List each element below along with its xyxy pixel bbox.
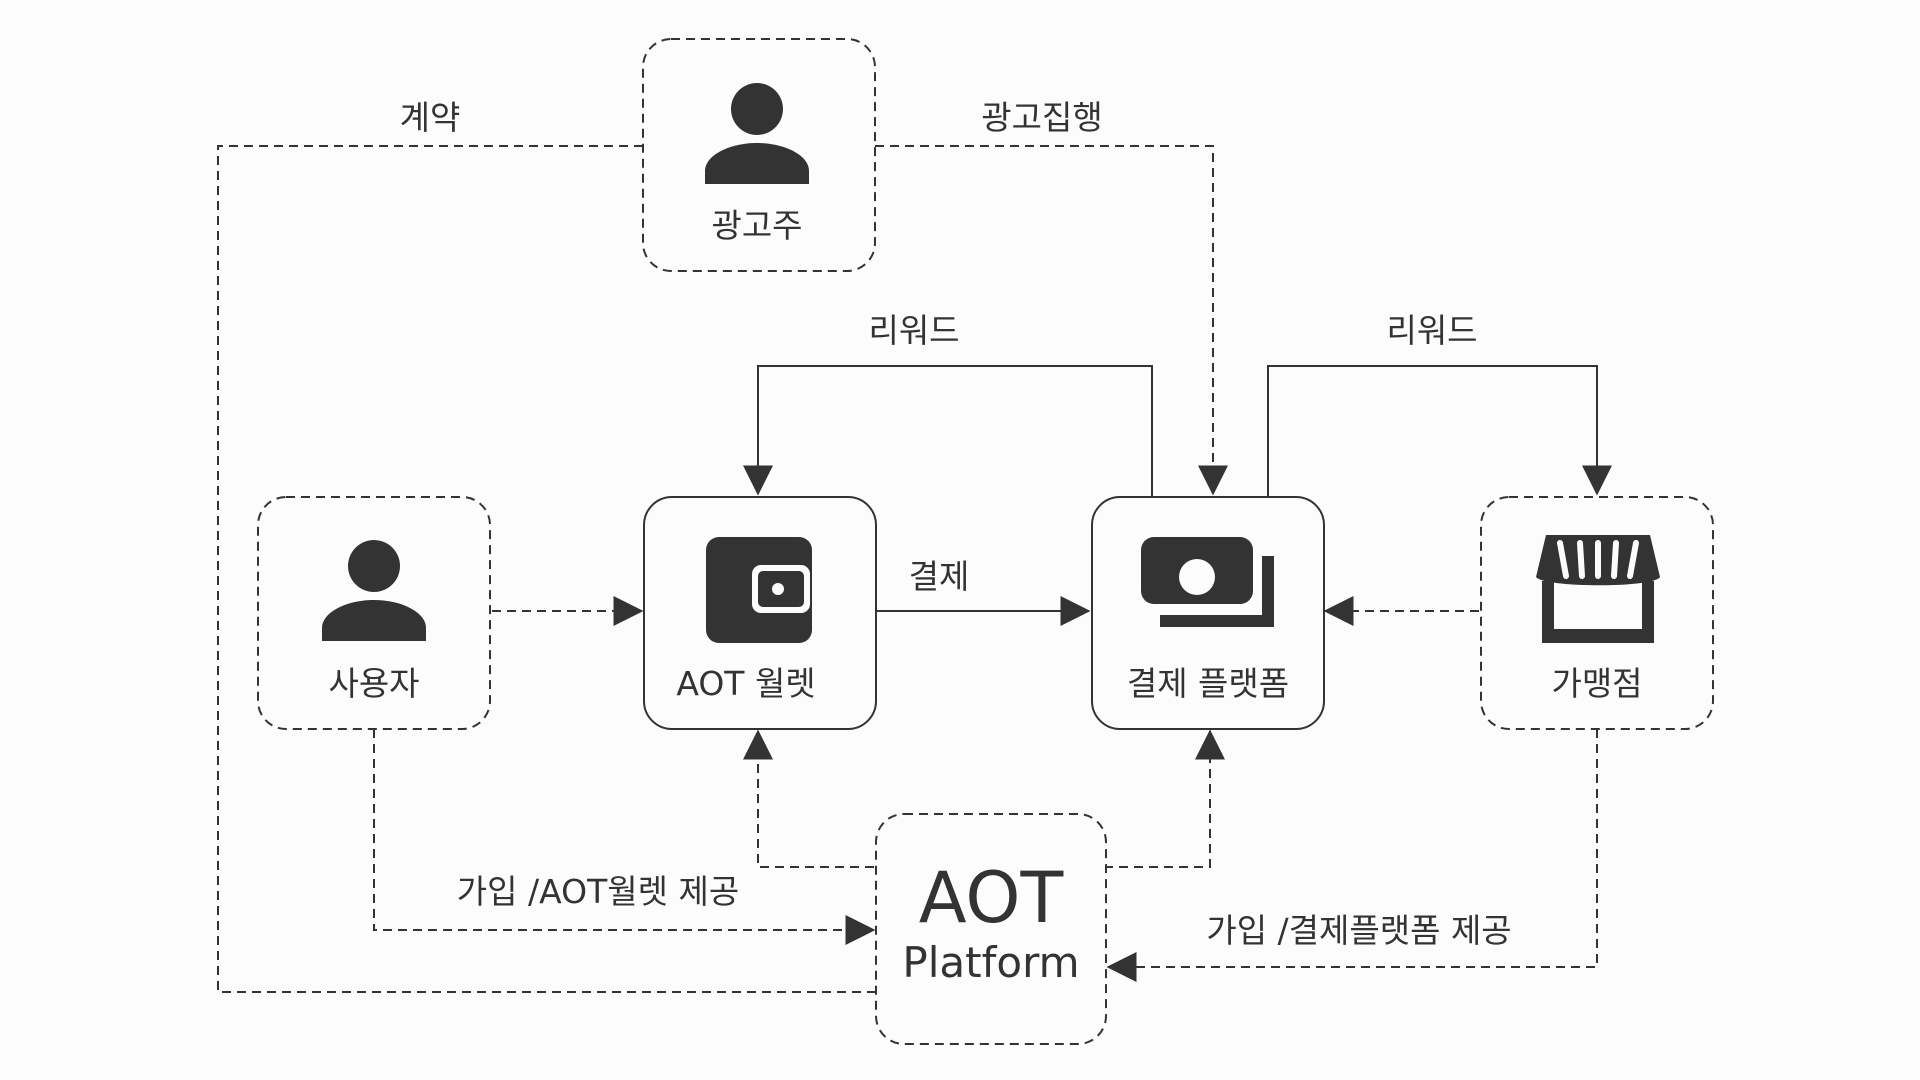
advertiser-label: 광고주: [711, 206, 802, 245]
node-user: 사용자: [257, 496, 491, 730]
edge-reward-to-merchant: [1267, 365, 1612, 497]
edge-ad-execution: [875, 145, 1228, 496]
wallet-icon: [706, 537, 812, 643]
payment-platform-label: 결제 플랫폼: [1127, 664, 1289, 703]
aot-platform-title: AOT: [919, 857, 1064, 939]
edge-label-ad-execution: 광고집행: [981, 98, 1102, 137]
merchant-box: [1480, 496, 1714, 730]
edge-label-contract: 계약: [400, 98, 461, 137]
aot-platform-box: [875, 813, 1107, 1045]
person-icon: [705, 83, 809, 184]
edge-label-reward-to-wallet: 리워드: [868, 311, 959, 350]
merchant-label: 가맹점: [1551, 664, 1642, 703]
wallet-label: AOT 월렛: [676, 664, 815, 703]
edge-reward-to-wallet: [743, 365, 1153, 497]
edge-label-user-signup: 가입 /AOT월렛 제공: [457, 872, 739, 911]
node-aot-platform: AOT Platform: [875, 813, 1107, 1045]
aot-platform-subtitle: Platform: [902, 938, 1079, 987]
edge-user-signup: [373, 729, 876, 945]
edge-merchant-signup: [1106, 729, 1598, 982]
node-advertiser: 광고주: [642, 38, 876, 272]
edge-label-payment: 결제: [909, 557, 970, 596]
user-label: 사용자: [328, 664, 419, 703]
person-icon: [322, 540, 426, 641]
edge-label-merchant-signup: 가입 /결제플랫폼 제공: [1206, 911, 1511, 950]
edge-platform-to-payment: [1104, 729, 1225, 868]
payment-cash-icon: [1141, 537, 1274, 627]
node-wallet: AOT 월렛: [643, 496, 877, 730]
node-merchant: 가맹점: [1480, 496, 1714, 730]
edge-contract: [217, 145, 876, 993]
storefront-icon: [1536, 535, 1660, 643]
node-payment-platform: 결제 플랫폼: [1091, 496, 1325, 730]
edge-label-reward-to-merchant: 리워드: [1386, 311, 1477, 350]
edge-platform-to-wallet: [743, 729, 874, 868]
